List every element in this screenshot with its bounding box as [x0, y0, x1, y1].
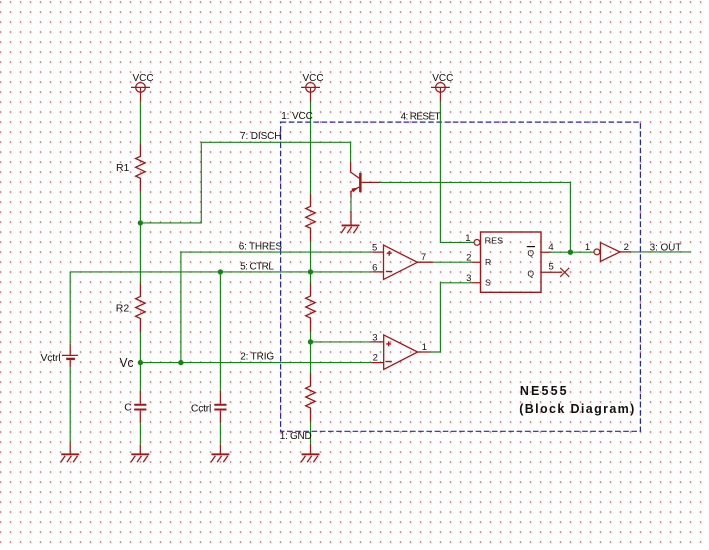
- svg-text:6: THRES: 6: THRES: [239, 242, 283, 253]
- svg-text:VCC: VCC: [132, 73, 153, 84]
- svg-text:4: RESET: 4: RESET: [401, 112, 441, 123]
- svg-text:NE555: NE555: [520, 384, 567, 398]
- svg-text:VCC: VCC: [432, 73, 453, 84]
- svg-text:5: 5: [372, 242, 377, 253]
- svg-text:5: 5: [549, 262, 554, 273]
- svg-text:Q: Q: [527, 248, 534, 258]
- svg-text:(Block Diagram): (Block Diagram): [519, 402, 634, 416]
- svg-text:1: 1: [465, 233, 470, 244]
- svg-text:RES: RES: [485, 235, 504, 245]
- svg-text:R1: R1: [116, 162, 130, 174]
- svg-text:Cctrl: Cctrl: [191, 402, 211, 414]
- svg-text:2: 2: [624, 242, 629, 253]
- svg-text:6: 6: [372, 262, 377, 273]
- svg-text:5: CTRL: 5: CTRL: [240, 261, 274, 272]
- svg-text:Vctrl: Vctrl: [41, 352, 61, 364]
- svg-text:4: 4: [548, 242, 553, 253]
- svg-text:Vc: Vc: [120, 355, 134, 370]
- svg-text:VCC: VCC: [302, 73, 323, 84]
- svg-text:C: C: [124, 401, 132, 413]
- svg-text:7: 7: [421, 252, 426, 263]
- svg-text:R: R: [485, 257, 491, 267]
- svg-text:2: TRIG: 2: TRIG: [240, 351, 274, 362]
- svg-text:7: DISCH: 7: DISCH: [240, 131, 282, 142]
- svg-text:1: 1: [585, 242, 590, 253]
- svg-text:1: 1: [422, 342, 427, 353]
- svg-text:R2: R2: [116, 302, 130, 314]
- svg-text:2: 2: [373, 353, 378, 364]
- svg-text:3: 3: [466, 273, 471, 284]
- svg-text:2: 2: [466, 253, 471, 264]
- svg-text:1: GND: 1: GND: [280, 431, 312, 442]
- svg-text:3: 3: [372, 332, 377, 343]
- svg-text:Q: Q: [527, 268, 534, 278]
- svg-text:S: S: [485, 277, 491, 287]
- svg-text:1: VCC: 1: VCC: [281, 111, 313, 122]
- svg-text:3: OUT: 3: OUT: [650, 243, 682, 254]
